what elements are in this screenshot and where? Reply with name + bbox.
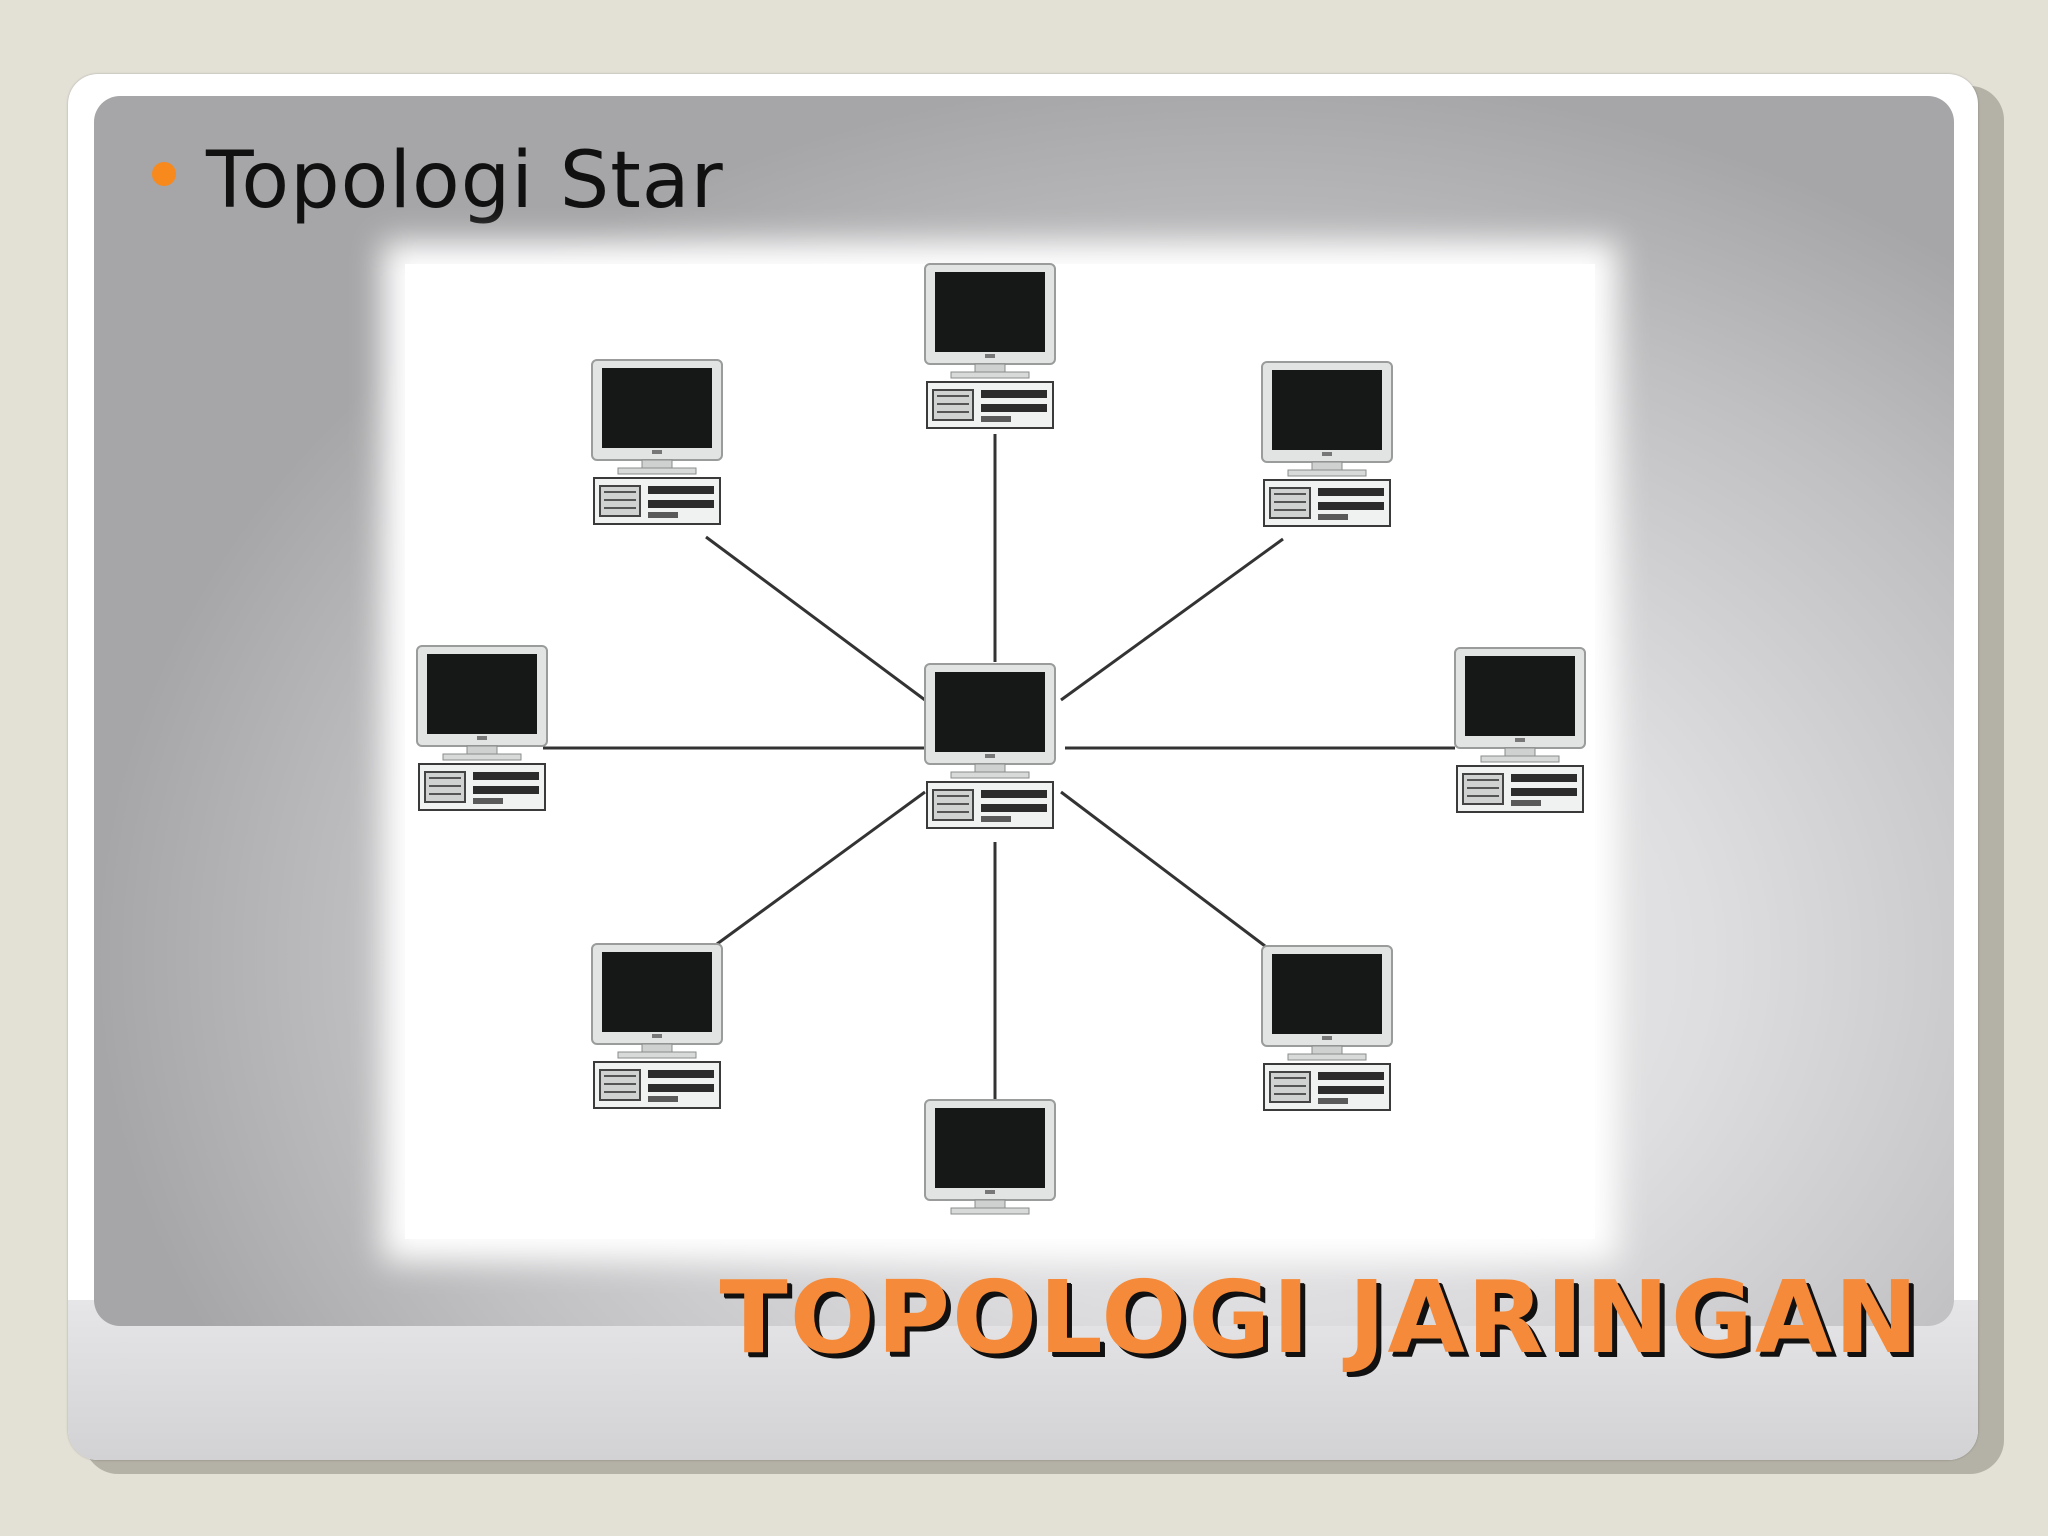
monitor-logo-icon	[985, 354, 995, 358]
monitor-logo-icon	[1322, 452, 1332, 456]
computer-top	[924, 263, 1056, 429]
monitor-logo-icon	[1515, 738, 1525, 742]
disk-drive	[1511, 774, 1577, 782]
computer-left	[416, 645, 548, 811]
monitor-screen	[935, 672, 1045, 752]
disk-drive	[1318, 488, 1384, 496]
computer-bottom	[924, 1099, 1056, 1215]
power-panel	[1318, 1098, 1348, 1104]
link-top-left	[705, 535, 926, 702]
computer-bottom-left	[591, 943, 723, 1109]
star-topology-diagram	[405, 263, 1595, 1239]
disk-drive	[648, 500, 714, 508]
disk-drive	[648, 486, 714, 494]
link-bottom-right	[1060, 790, 1266, 948]
monitor-base	[617, 467, 697, 475]
monitor-logo-icon	[652, 1034, 662, 1038]
slide-title: TOPOLOGI JARINGAN	[719, 1259, 1920, 1376]
bullet-item: Topologi Star	[152, 142, 724, 220]
star-topology-svg	[416, 263, 1586, 1215]
disk-drive	[1318, 502, 1384, 510]
monitor-screen	[935, 1108, 1045, 1188]
disk-drive	[473, 786, 539, 794]
power-panel	[648, 512, 678, 518]
power-panel	[981, 816, 1011, 822]
monitor-stand	[641, 1043, 673, 1053]
disk-drive	[648, 1084, 714, 1092]
monitor-screen	[1272, 954, 1382, 1034]
computer-top-right	[1261, 361, 1393, 527]
monitor-stand	[466, 745, 498, 755]
monitor-screen	[602, 952, 712, 1032]
disk-drive	[1318, 1086, 1384, 1094]
monitor-screen	[1465, 656, 1575, 736]
monitor-screen	[602, 368, 712, 448]
computer-bottom-right	[1261, 945, 1393, 1111]
computer-top-left	[591, 359, 723, 525]
power-panel	[981, 416, 1011, 422]
disk-drive	[981, 390, 1047, 398]
monitor-base	[1287, 1053, 1367, 1061]
footer-band	[68, 1300, 1978, 1460]
monitor-logo-icon	[477, 736, 487, 740]
hub-computer	[924, 663, 1056, 829]
link-top-right	[1060, 537, 1284, 702]
power-panel	[1318, 514, 1348, 520]
monitor-base	[442, 753, 522, 761]
monitor-stand	[1311, 461, 1343, 471]
monitor-logo-icon	[985, 1190, 995, 1194]
disk-drive	[981, 404, 1047, 412]
monitor-logo-icon	[1322, 1036, 1332, 1040]
monitor-screen	[427, 654, 537, 734]
monitor-base	[950, 771, 1030, 779]
disk-drive	[648, 1070, 714, 1078]
disk-drive	[473, 772, 539, 780]
monitor-stand	[641, 459, 673, 469]
power-panel	[648, 1096, 678, 1102]
disk-drive	[981, 804, 1047, 812]
disk-drive	[1511, 788, 1577, 796]
computer-right	[1454, 647, 1586, 813]
link-bottom-left	[716, 790, 926, 946]
monitor-stand	[974, 1199, 1006, 1209]
monitor-logo-icon	[985, 754, 995, 758]
monitor-stand	[974, 763, 1006, 773]
disk-drive	[1318, 1072, 1384, 1080]
disk-drive	[981, 790, 1047, 798]
power-panel	[1511, 800, 1541, 806]
monitor-stand	[1311, 1045, 1343, 1055]
monitor-stand	[974, 363, 1006, 373]
bullet-text: Topologi Star	[206, 136, 724, 226]
monitor-stand	[1504, 747, 1536, 757]
monitor-base	[950, 1207, 1030, 1215]
monitor-base	[617, 1051, 697, 1059]
monitor-screen	[935, 272, 1045, 352]
power-panel	[473, 798, 503, 804]
monitor-screen	[1272, 370, 1382, 450]
monitor-logo-icon	[652, 450, 662, 454]
monitor-base	[950, 371, 1030, 379]
monitor-base	[1287, 469, 1367, 477]
bullet-dot-icon	[152, 162, 176, 186]
monitor-base	[1480, 755, 1560, 763]
